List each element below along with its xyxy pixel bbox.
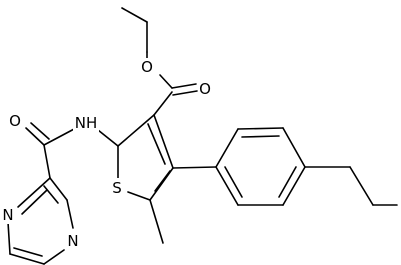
bond-thiophene-c5-c4-inner bbox=[154, 170, 171, 192]
bond-pyrazine-n1-c2 bbox=[17, 177, 51, 208]
bond-thiophene-c3-c2 bbox=[117, 114, 155, 147]
bond-thiophene-c3-c4 bbox=[153, 114, 174, 169]
bond-carbonyl-double-b bbox=[172, 90, 198, 96]
bond-amide-pyrazine bbox=[43, 144, 51, 179]
bond-phenyl-6 bbox=[215, 166, 239, 206]
atom-ester-o-carbonyl: O bbox=[198, 80, 212, 98]
bond-propyl-2 bbox=[349, 166, 374, 206]
atom-thiophene-s: S bbox=[110, 178, 124, 197]
bond-thiophene-phenyl bbox=[172, 166, 217, 169]
bond-phenyl-4 bbox=[282, 166, 306, 206]
bond-phenyl-6-inner bbox=[224, 166, 243, 198]
label-ester-o-top: O bbox=[141, 58, 153, 76]
bond-thiophene-s-c5 bbox=[127, 191, 151, 201]
atom-pyrazine-n2: N bbox=[66, 232, 80, 250]
bond-pyrazine-c5-c6-inner bbox=[13, 247, 43, 257]
atoms: O O O NH S N N bbox=[1, 58, 212, 250]
bond-phenyl-4-inner bbox=[278, 166, 297, 198]
bond-amide-double-a bbox=[25, 127, 45, 146]
bond-pyrazine-c2-c3 bbox=[49, 177, 68, 201]
bond-carbonyl-ring bbox=[153, 91, 173, 116]
bond-ethyl-1 bbox=[121, 7, 148, 23]
atom-pyrazine-n1: N bbox=[1, 206, 15, 224]
bond-pyrazine-c5-c6 bbox=[9, 253, 45, 265]
bond-phenyl-3 bbox=[282, 127, 306, 168]
atom-amide-o: O bbox=[8, 112, 22, 130]
bonds bbox=[7, 7, 398, 265]
label-amide-o: O bbox=[9, 112, 21, 130]
atom-ester-o-top: O bbox=[140, 58, 154, 76]
label-amide-nh: NH bbox=[75, 114, 98, 132]
atom-amide-nh: NH bbox=[73, 114, 99, 132]
bond-pyrazine-n1-c2-inner bbox=[21, 189, 48, 215]
bond-c2-nh bbox=[97, 129, 119, 147]
label-thiophene-s: S bbox=[112, 179, 122, 197]
bond-phenyl-2 bbox=[237, 127, 284, 130]
bond-phenyl-2-inner bbox=[241, 135, 280, 138]
label-pyrazine-n2: N bbox=[67, 232, 78, 250]
bond-methyl bbox=[149, 199, 164, 244]
bond-phenyl-1 bbox=[215, 128, 239, 168]
bond-pyrazine-c2-c3-inner bbox=[43, 185, 59, 204]
bond-thiophene-c3-c4-inner bbox=[147, 123, 166, 165]
bond-pyrazine-n4-c5 bbox=[43, 249, 65, 265]
bond-pyrazine-c6-n1 bbox=[7, 221, 11, 255]
bond-amide-double-b bbox=[30, 122, 50, 140]
bond-o-carbonyl-c bbox=[159, 74, 173, 89]
bond-pyrazine-c3-n4 bbox=[66, 199, 74, 229]
bond-carbonyl-double-a bbox=[171, 83, 197, 89]
label-pyrazine-n1: N bbox=[2, 206, 13, 224]
bond-nh-amide-c bbox=[43, 127, 77, 146]
label-ester-o-carbonyl: O bbox=[199, 80, 211, 98]
